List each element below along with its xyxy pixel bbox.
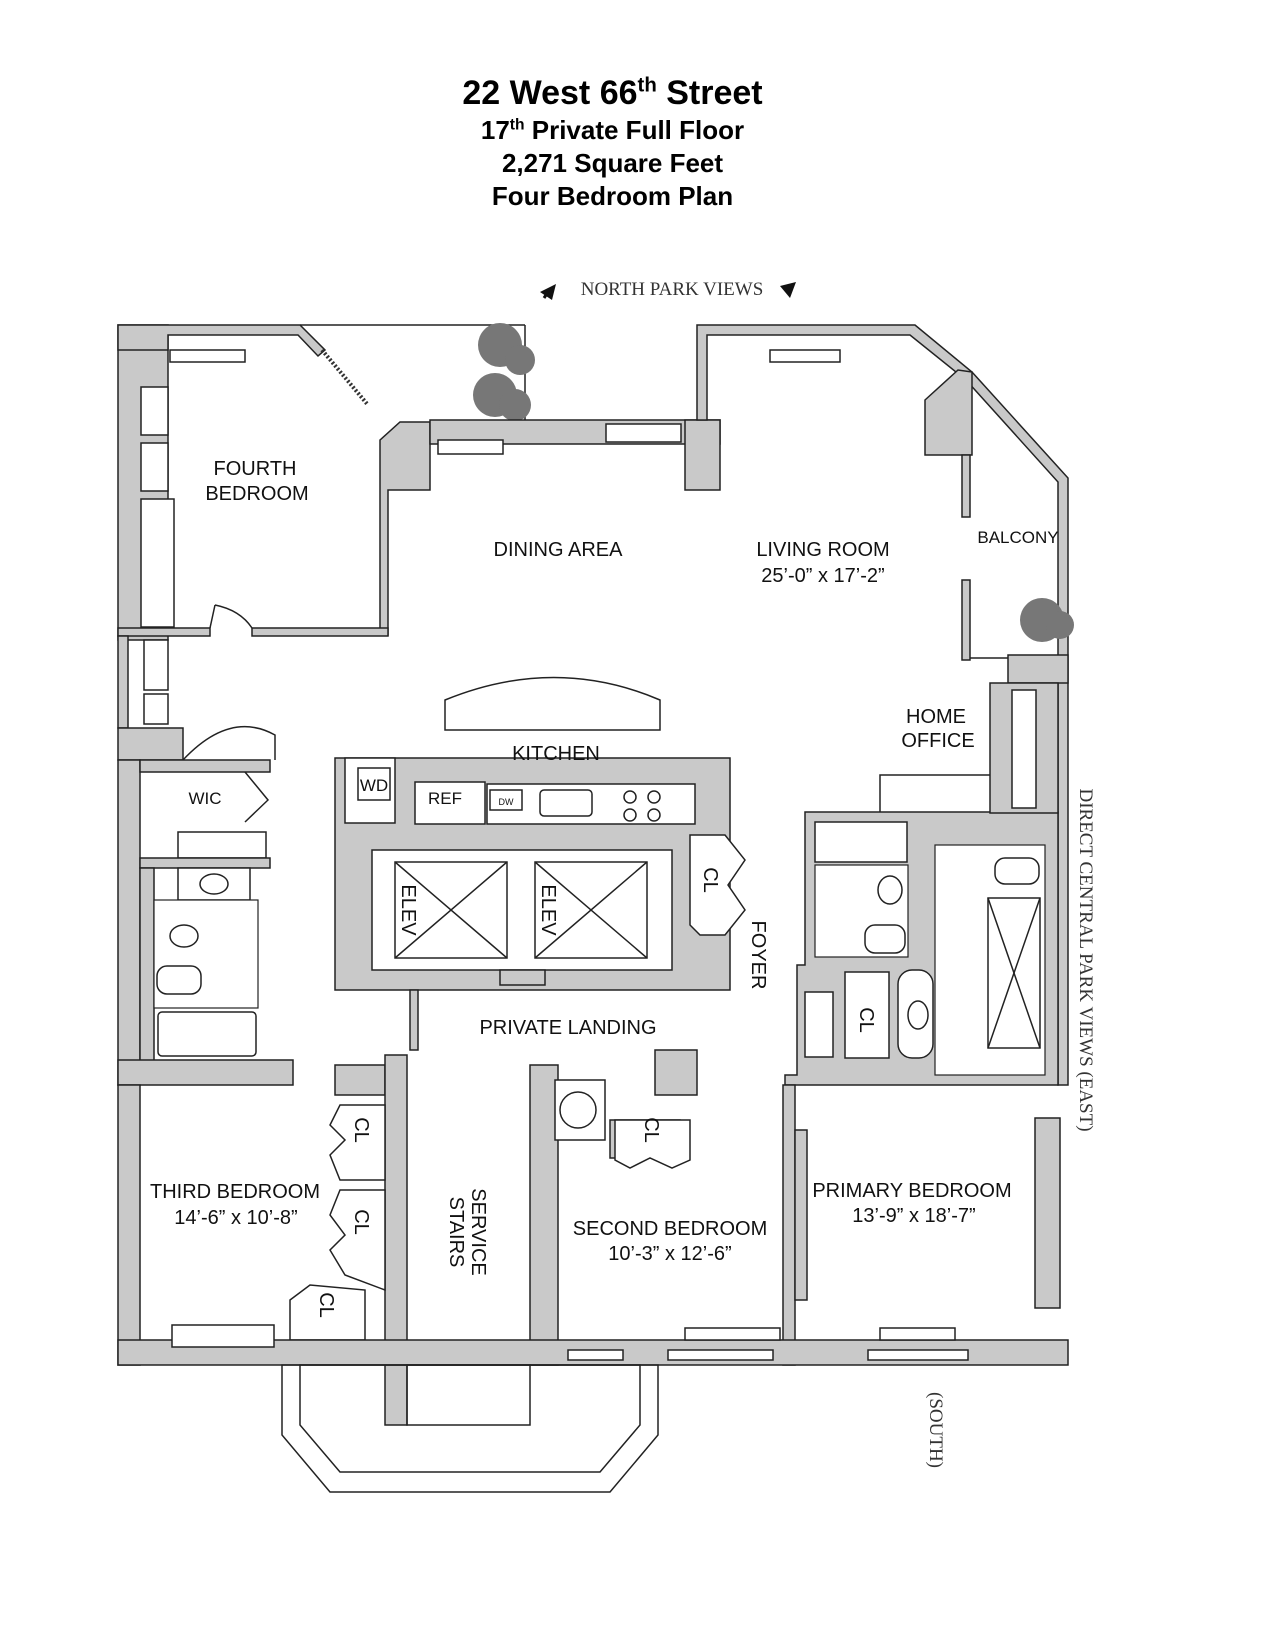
square-footage: 2,271 Square Feet	[501, 148, 724, 178]
elevator-1: ELEV	[394, 861, 508, 959]
svg-text:REF: REF	[428, 789, 462, 808]
primary-bedroom-dimensions: 13’-9” x 18’-7”	[852, 1205, 975, 1227]
svg-text:STAIRS: STAIRS	[445, 1197, 467, 1268]
fourth-bedroom-north-wall	[117, 324, 327, 358]
wic-label: WIC	[188, 789, 221, 808]
tree-icon	[473, 323, 535, 421]
svg-text:ELEV: ELEV	[397, 884, 419, 936]
svg-text:CL: CL	[315, 1292, 337, 1318]
foyer-closet	[689, 834, 746, 936]
sink	[539, 789, 593, 817]
svg-text:CL: CL	[640, 1117, 662, 1143]
plan-type: Four Bedroom Plan	[491, 181, 734, 211]
fourth-bedroom-label: FOURTH	[214, 458, 297, 480]
fourth-bedroom-east-wall	[379, 421, 431, 636]
svg-text:ELEV: ELEV	[537, 884, 559, 936]
balcony-label: BALCONY	[977, 528, 1058, 547]
home-office-label: HOME	[906, 706, 966, 728]
svg-text:CL: CL	[699, 867, 721, 893]
building-address: 22 West 66th Street	[462, 74, 763, 112]
plan-title-block: 22 West 66th Street 17th Private Full Fl…	[0, 72, 1225, 213]
east-views-label: DIRECT CENTRAL PARK VIEWS (EAST)	[1075, 788, 1096, 1131]
north-park-views-label: NORTH PARK VIEWS	[581, 279, 764, 300]
living-room-dimensions: 25’-0” x 17’-2”	[761, 565, 884, 587]
primary-bedroom-label: PRIMARY BEDROOM	[812, 1180, 1011, 1202]
tree-icon	[1020, 598, 1074, 642]
stove-icon	[623, 790, 661, 822]
third-bedroom-label: THIRD BEDROOM	[150, 1181, 320, 1203]
third-bedroom-dimensions: 14’-6” x 10’-8”	[174, 1207, 297, 1229]
svg-text:DW: DW	[499, 797, 514, 807]
private-landing-label: PRIVATE LANDING	[479, 1017, 656, 1039]
svg-text:CL: CL	[350, 1209, 372, 1235]
floor-label: 17th Private Full Floor	[480, 115, 745, 145]
living-room-label: LIVING ROOM	[756, 539, 889, 561]
svg-text:OFFICE: OFFICE	[901, 730, 974, 752]
foyer-label: FOYER	[747, 921, 769, 990]
dining-area-label: DINING AREA	[494, 539, 624, 561]
refrigerator	[414, 781, 486, 825]
kitchen-label: KITCHEN	[512, 743, 600, 765]
second-bedroom-dimensions: 10’-3” x 12’-6”	[608, 1243, 731, 1265]
svg-text:CL: CL	[350, 1117, 372, 1143]
elevator-2: ELEV	[534, 861, 648, 959]
north-arrow-right-icon	[780, 282, 796, 298]
second-bedroom-label: SECOND BEDROOM	[573, 1218, 767, 1240]
svg-text:CL: CL	[855, 1007, 877, 1033]
north-arrow-left-icon	[540, 284, 556, 300]
svg-text:WD: WD	[360, 776, 388, 795]
washer-dryer	[357, 767, 391, 801]
west-lower-wall	[117, 1084, 141, 1366]
service-stairs-label: SERVICE	[467, 1188, 489, 1275]
svg-text:BEDROOM: BEDROOM	[205, 483, 308, 505]
kitchen-island	[444, 676, 661, 731]
south-bay	[281, 1364, 659, 1493]
service-stairs-west-wall	[384, 1054, 408, 1426]
south-label: (SOUTH)	[925, 1392, 946, 1468]
